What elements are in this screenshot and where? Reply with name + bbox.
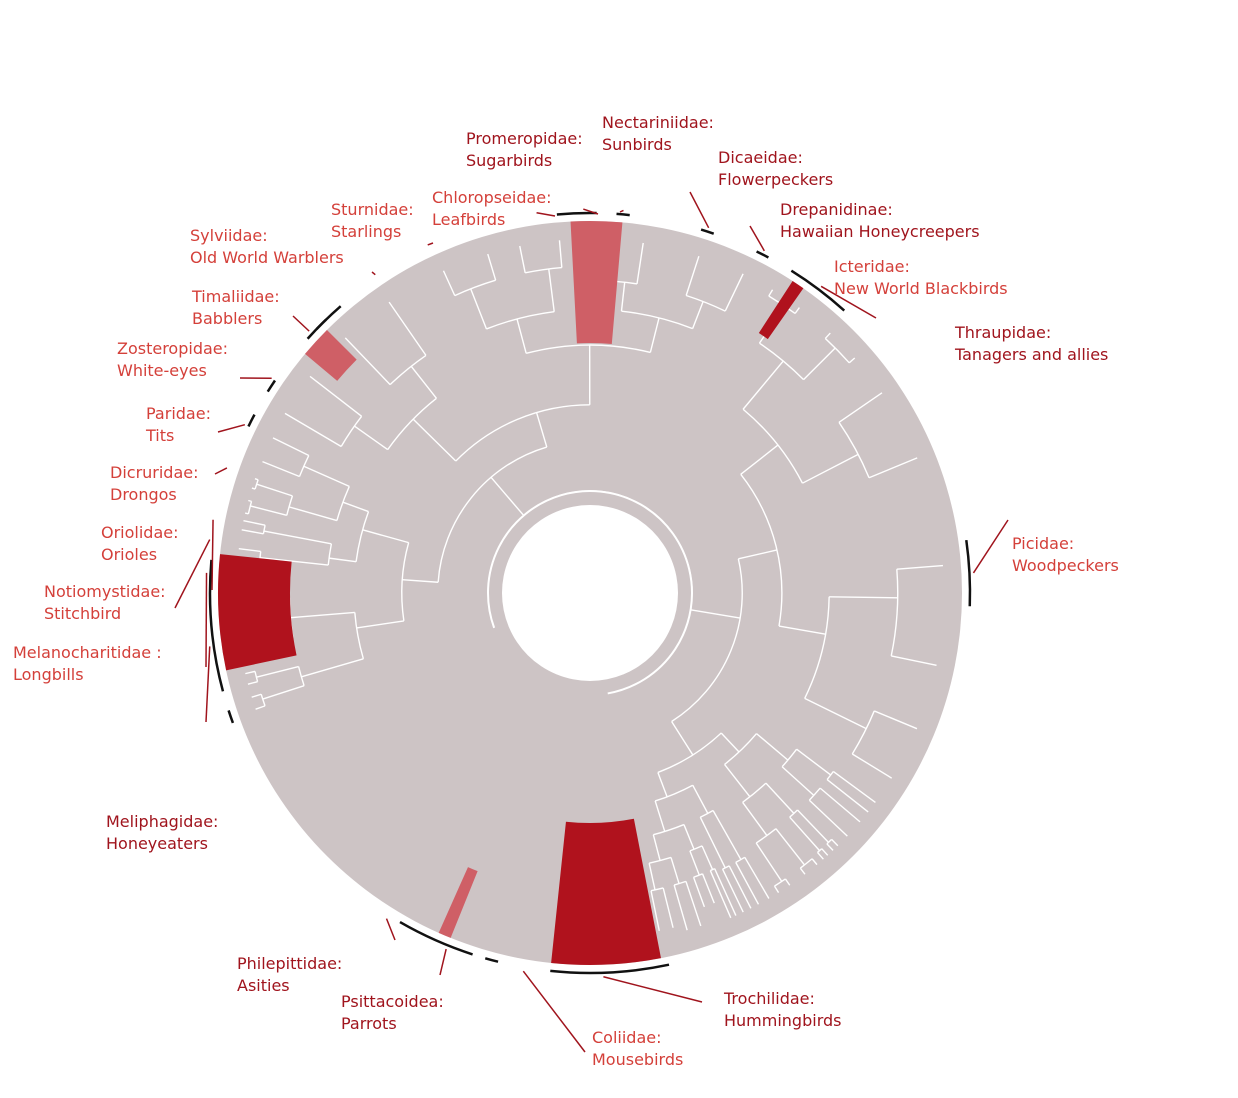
leader-line	[212, 520, 213, 590]
common-name: Old World Warblers	[190, 247, 344, 269]
leader-line	[218, 425, 245, 432]
common-name: Tits	[146, 425, 211, 447]
common-name: Asities	[237, 975, 342, 997]
clade-bar	[485, 958, 498, 961]
clade-bar	[557, 213, 597, 214]
label-icteridae: Icteridae: New World Blackbirds	[834, 256, 1008, 300]
family-name: Chloropseidae:	[432, 187, 552, 209]
clade-bar	[966, 540, 970, 606]
common-name: New World Blackbirds	[834, 278, 1008, 300]
tree-branch	[245, 513, 248, 514]
common-name: Mousebirds	[592, 1049, 683, 1071]
leader-line	[215, 468, 227, 474]
common-name: Parrots	[341, 1013, 444, 1035]
leader-line	[973, 520, 1008, 573]
common-name: Sugarbirds	[466, 150, 583, 172]
family-name: Thraupidae:	[955, 322, 1108, 344]
tree-branch	[252, 488, 255, 489]
leader-line	[372, 272, 375, 275]
common-name: Orioles	[101, 544, 179, 566]
common-name: Drongos	[110, 484, 199, 506]
clade-honeyeaters	[218, 554, 297, 670]
label-nectariniidae: Nectariniidae: Sunbirds	[602, 112, 714, 156]
common-name: Stitchbird	[44, 603, 166, 625]
family-name: Dicaeidae:	[718, 147, 833, 169]
family-name: Promeropidae:	[466, 128, 583, 150]
family-name: Zosteropidae:	[117, 338, 228, 360]
label-trochilidae: Trochilidae: Hummingbirds	[724, 988, 841, 1032]
family-name: Dicruridae:	[110, 462, 199, 484]
label-zosteropidae: Zosteropidae: White-eyes	[117, 338, 228, 382]
common-name: White-eyes	[117, 360, 228, 382]
family-name: Coliidae:	[592, 1027, 683, 1049]
common-name: Starlings	[331, 221, 414, 243]
common-name: Leafbirds	[432, 209, 552, 231]
label-thraupidae: Thraupidae: Tanagers and allies	[955, 322, 1108, 366]
clade-bar	[268, 381, 275, 392]
label-sturnidae: Sturnidae: Starlings	[331, 199, 414, 243]
family-name: Philepittidae:	[237, 953, 342, 975]
label-psittacoidea: Psittacoidea: Parrots	[341, 991, 444, 1035]
leader-line	[293, 316, 309, 331]
label-chloropseidae: Chloropseidae: Leafbirds	[432, 187, 552, 231]
label-oriolidae: Oriolidae: Orioles	[101, 522, 179, 566]
family-name: Timaliidae:	[192, 286, 280, 308]
leader-line	[440, 949, 446, 975]
clade-bar	[550, 965, 669, 973]
family-name: Drepanidinae:	[780, 199, 980, 221]
family-name: Nectariniidae:	[602, 112, 714, 134]
leader-line	[690, 192, 709, 228]
clade-bar	[248, 415, 254, 427]
family-name: Oriolidae:	[101, 522, 179, 544]
common-name: Flowerpeckers	[718, 169, 833, 191]
clade-bar	[229, 710, 233, 723]
label-coliidae: Coliidae: Mousebirds	[592, 1027, 683, 1071]
family-name: Picidae:	[1012, 533, 1119, 555]
common-name: Honeyeaters	[106, 833, 218, 855]
clade-bar	[317, 320, 326, 329]
clade-bar	[617, 214, 630, 215]
common-name: Hummingbirds	[724, 1010, 841, 1032]
common-name: Hawaiian Honeycreepers	[780, 221, 980, 243]
common-name: Longbills	[13, 664, 162, 686]
family-name: Trochilidae:	[724, 988, 841, 1010]
label-timaliidae: Timaliidae: Babblers	[192, 286, 280, 330]
leader-line	[428, 243, 433, 245]
label-drepanidinae: Drepanidinae: Hawaiian Honeycreepers	[780, 199, 980, 243]
clade-bar	[701, 230, 714, 234]
common-name: Sunbirds	[602, 134, 714, 156]
family-name: Psittacoidea:	[341, 991, 444, 1013]
leader-line	[523, 971, 585, 1052]
label-melanocharitidae: Melanocharitidae : Longbills	[13, 642, 162, 686]
label-sylviidae: Sylviidae: Old World Warblers	[190, 225, 344, 269]
family-name: Paridae:	[146, 403, 211, 425]
label-philepittidae: Philepittidae: Asities	[237, 953, 342, 997]
family-name: Meliphagidae:	[106, 811, 218, 833]
family-name: Sylviidae:	[190, 225, 344, 247]
common-name: Tanagers and allies	[955, 344, 1108, 366]
leader-line	[603, 977, 702, 1002]
common-name: Woodpeckers	[1012, 555, 1119, 577]
common-name: Babblers	[192, 308, 280, 330]
label-dicaeidae: Dicaeidae: Flowerpeckers	[718, 147, 833, 191]
label-dicruridae: Dicruridae: Drongos	[110, 462, 199, 506]
family-name: Melanocharitidae :	[13, 642, 162, 664]
label-notiomystidae: Notiomystidae: Stitchbird	[44, 581, 166, 625]
leader-line	[387, 919, 395, 940]
tree-branch	[248, 500, 251, 501]
leader-line	[206, 573, 207, 667]
family-name: Sturnidae:	[331, 199, 414, 221]
family-name: Notiomystidae:	[44, 581, 166, 603]
label-paridae: Paridae: Tits	[146, 403, 211, 447]
tree-root-hole	[502, 505, 678, 681]
leader-line	[620, 210, 623, 212]
label-meliphagidae: Meliphagidae: Honeyeaters	[106, 811, 218, 855]
family-name: Icteridae:	[834, 256, 1008, 278]
leader-line	[175, 540, 210, 608]
label-promeropidae: Promeropidae: Sugarbirds	[466, 128, 583, 172]
leader-line	[750, 226, 764, 251]
clade-bar	[757, 251, 769, 257]
label-picidae: Picidae: Woodpeckers	[1012, 533, 1119, 577]
